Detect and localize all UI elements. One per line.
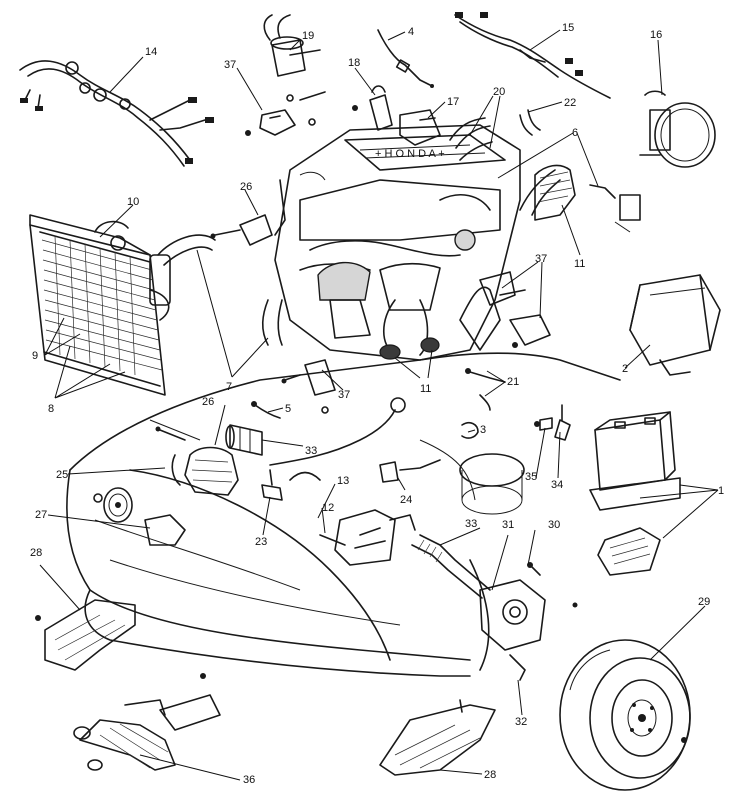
callout-27: 27 [35,509,47,521]
callout-29: 29 [698,596,710,608]
engine-wiring-harness [19,60,214,167]
clip-3 [461,422,479,439]
sub-wiring-harness [454,12,611,99]
thermostat-housing [399,109,441,146]
callout-37-right: 37 [535,253,547,265]
air-intake-duct [534,164,641,233]
callout-labels: 1 2 3 4 5 6 7 8 9 10 11 11 12 13 14 15 1… [30,22,724,786]
callout-19: 19 [302,30,314,42]
callout-22: 22 [564,97,576,109]
callout-35: 35 [525,471,537,483]
callout-10: 10 [127,196,139,208]
callout-37-top: 37 [224,59,236,71]
pipe-line [269,397,406,466]
leader-lines [39,29,719,781]
callout-1: 1 [718,485,724,497]
callout-24: 24 [400,494,412,506]
callout-9: 9 [32,350,38,362]
road-wheel [559,639,691,791]
brake-booster [639,90,716,168]
callout-6: 6 [572,127,578,139]
ignition-coil [263,14,321,77]
bracket-26-upper [210,214,273,246]
callout-11-upper: 11 [574,258,585,270]
callout-28-right: 28 [484,769,496,781]
callout-17: 17 [447,96,459,108]
radiator [29,214,171,396]
oxygen-sensor [251,401,283,501]
callout-26-upper: 26 [240,181,252,193]
crank-pulley [93,487,186,546]
callout-33-lower: 33 [465,518,477,530]
callout-26-lower: 26 [202,396,214,408]
bracket-34 [554,404,571,441]
drive-axle [411,534,491,599]
callout-33-upper: 33 [305,445,317,457]
callout-12: 12 [322,502,334,514]
callout-34: 34 [551,479,563,491]
callout-13: 13 [337,475,349,487]
engine-mount-lower [281,359,336,414]
callout-15: 15 [562,22,574,34]
battery [589,411,681,576]
exhaust-pipe [73,673,221,771]
callout-32: 32 [515,716,527,728]
sensor-24 [379,459,441,483]
engine-mount-upper [245,91,326,136]
alternator [155,426,239,496]
car-body-outline [66,352,621,677]
splash-shield-left [35,599,136,671]
bolt-set-21 [465,368,506,411]
callout-7: 7 [226,381,232,393]
callout-14: 14 [145,46,157,58]
callout-8: 8 [48,403,54,415]
callout-11-lower: 11 [420,383,431,395]
air-cleaner-box [629,274,721,376]
callout-21: 21 [507,376,519,388]
callout-31: 31 [502,519,514,531]
callout-36: 36 [243,774,255,786]
throttle-cable [377,29,434,88]
callout-3: 3 [480,424,486,436]
callout-16: 16 [650,29,662,41]
callout-18: 18 [348,57,360,69]
callout-30: 30 [548,519,560,531]
distributor [352,85,393,131]
callout-2: 2 [622,363,628,375]
engine-assembly: + H O N D A + [274,124,521,361]
svg-text:+ H O N D A +: + H O N D A + [375,148,445,160]
starter-motor [225,424,263,456]
callout-4: 4 [408,26,414,38]
callout-25: 25 [56,469,68,481]
callout-20: 20 [493,86,505,98]
ecu-module [319,509,416,566]
engine-mount-right [479,271,551,348]
callout-28-left: 28 [30,547,42,559]
callout-5: 5 [285,403,291,415]
splash-shield-right [379,699,496,776]
callout-23: 23 [255,536,267,548]
callout-37-lower: 37 [338,389,350,401]
bolt-35 [534,417,553,431]
